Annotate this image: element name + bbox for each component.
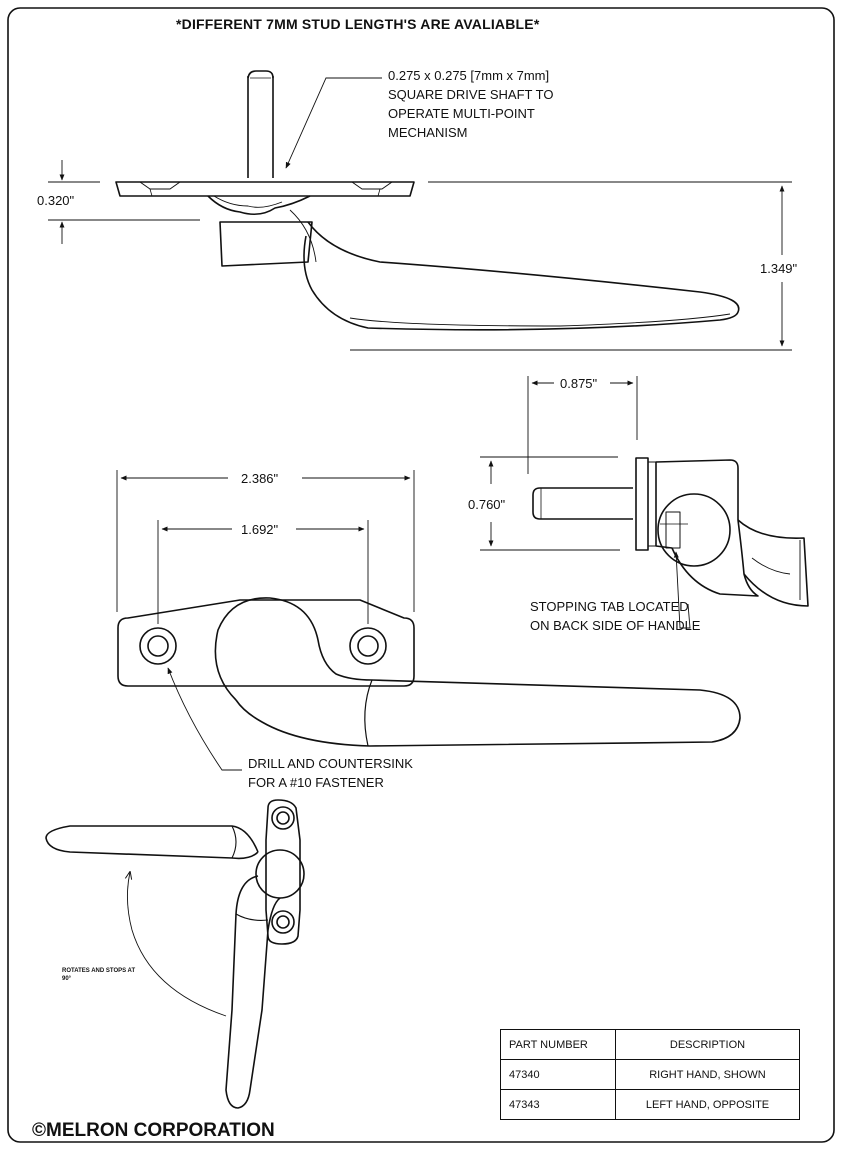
end-view-handle [532,457,809,607]
shaft-callout-line: OPERATE MULTI-POINT [388,106,535,121]
shaft-callout-line: SQUARE DRIVE SHAFT TO [388,87,554,102]
dim-plate-thickness: 0.320" [37,193,75,208]
description-cell: LEFT HAND, OPPOSITE [615,1089,800,1120]
drawing-border [7,7,835,1143]
parts-table: PART NUMBER DESCRIPTION 47340 RIGHT HAND… [500,1029,800,1120]
parts-table-header: DESCRIPTION [615,1029,800,1060]
parts-table-header: PART NUMBER [500,1029,616,1060]
part-number-cell: 47340 [500,1059,616,1090]
drill-callout-line: FOR A #10 FASTENER [248,775,384,790]
end-view-dimension-lines [480,376,691,629]
plan-view-dimension-lines [116,470,415,771]
copyright-notice: ©MELRON CORPORATION [32,1120,275,1141]
rotation-note-line: ROTATES AND STOPS AT [62,968,136,974]
shaft-callout-line: MECHANISM [388,125,468,140]
rotation-note: ROTATES AND STOPS AT 90° [62,967,135,983]
stop-tab-callout-line: ON BACK SIDE OF HANDLE [530,618,701,633]
stop-tab-callout-line: STOPPING TAB LOCATED [530,599,689,614]
table-row: 47343 LEFT HAND, OPPOSITE [500,1089,800,1120]
dim-side-height: 0.760" [468,497,506,512]
shaft-callout-line: 0.275 x 0.275 [7mm x 7mm] [388,68,550,83]
stop-tab-callout: STOPPING TAB LOCATED ON BACK SIDE OF HAN… [530,597,700,635]
rotation-arrow [127,872,227,1017]
dim-base-length: 2.386" [241,471,279,486]
description-cell: RIGHT HAND, SHOWN [615,1059,800,1090]
rotation-view-handle [45,799,305,1109]
dim-shaft-length: 0.875" [560,376,598,391]
mount-hole-left [139,627,177,665]
plan-view-handle [117,597,741,747]
side-view-handle [115,70,740,331]
drill-callout: DRILL AND COUNTERSINK FOR A #10 FASTENER [248,754,413,792]
dim-hole-spacing: 1.692" [241,522,279,537]
shaft-callout: 0.275 x 0.275 [7mm x 7mm] SQUARE DRIVE S… [388,66,553,142]
table-row: 47340 RIGHT HAND, SHOWN [500,1059,800,1090]
parts-table-header-row: PART NUMBER DESCRIPTION [500,1029,800,1060]
top-dimension-lines [48,77,792,351]
rotation-note-line: 90° [62,976,72,982]
header-note: *DIFFERENT 7MM STUD LENGTH'S ARE AVALIAB… [176,16,540,32]
part-number-cell: 47343 [500,1089,616,1120]
drill-callout-line: DRILL AND COUNTERSINK [248,756,413,771]
dim-overall-height: 1.349" [760,261,798,276]
mount-hole-right [349,627,387,665]
